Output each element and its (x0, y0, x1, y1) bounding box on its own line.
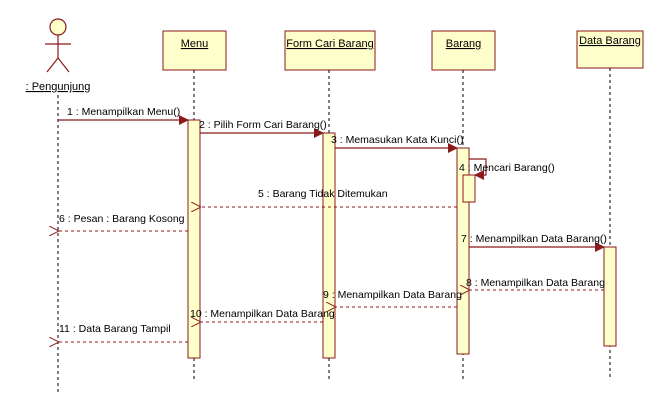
message-8-label: 8 : Menampilkan Data Barang (466, 277, 605, 289)
message-1-label: 1 : Menampilkan Menu() (67, 106, 180, 118)
activation-form (322, 132, 336, 359)
message-7-label: 7 : Menampilkan Data Barang() (461, 233, 607, 245)
participant-menu: Menu (162, 30, 227, 71)
participant-barang-label: Barang (446, 38, 481, 50)
message-2-label: 2 : Pilih Form Cari Barang() (199, 119, 327, 131)
message-4-self-arrow (469, 158, 487, 180)
actor-head (49, 18, 67, 36)
activation-menu (187, 119, 201, 359)
participant-menu-label: Menu (181, 38, 209, 50)
message-3-label: 3 : Memasukan Kata Kunci() (331, 134, 463, 146)
participant-data-barang: Data Barang (576, 30, 644, 69)
message-9-label: 9 : Menampilkan Data Barang (323, 289, 462, 301)
participant-data-label: Data Barang (579, 35, 641, 47)
actor-pengunjung: : Pengunjung (26, 18, 91, 93)
message-11-label: 11 : Data Barang Tampil (59, 323, 171, 335)
actor-right-leg (57, 57, 70, 73)
activation-data-barang (603, 246, 617, 347)
message-10-label: 10 : Menampilkan Data Barang (190, 308, 335, 320)
participant-barang: Barang (431, 30, 496, 71)
participant-form-cari-barang: Form Cari Barang (284, 30, 376, 71)
actor-left-leg (46, 57, 59, 73)
participant-form-label: Form Cari Barang (286, 38, 373, 50)
message-6-label: 6 : Pesan : Barang Kosong (59, 213, 185, 225)
message-5-label: 5 : Barang Tidak Ditemukan (258, 188, 388, 200)
message-4-label: 4 : Mencari Barang() (459, 162, 555, 174)
actor-pengunjung-label: : Pengunjung (26, 81, 91, 93)
activation-barang-nested (462, 174, 476, 203)
